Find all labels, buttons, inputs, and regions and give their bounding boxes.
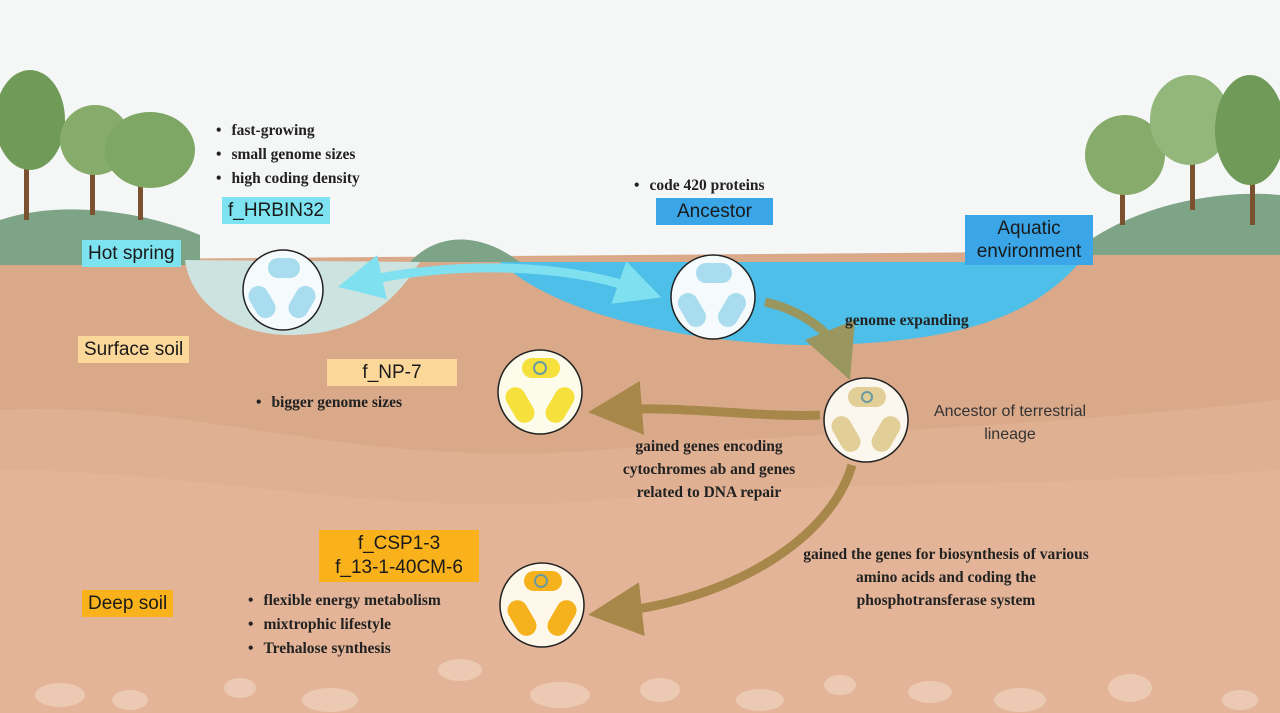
- trees-left: [0, 70, 195, 220]
- trait: flexible energy metabolism: [248, 589, 440, 613]
- np7-cell: [497, 349, 583, 435]
- csp-gain-description: gained the genes for biosynthesis of var…: [803, 546, 1089, 609]
- deep-soil-label: Deep soil: [82, 590, 174, 617]
- trait: fast-growing: [216, 119, 360, 143]
- hrbin32-traits: fast-growing small genome sizes high cod…: [216, 119, 360, 191]
- np7-traits: bigger genome sizes: [256, 391, 402, 415]
- genome-expanding-label: genome expanding: [845, 312, 969, 329]
- to-csp-arrow: [588, 463, 857, 637]
- csp-labels: f_CSP1-3 f_13-1-40CM-6: [319, 530, 479, 582]
- csp-traits: flexible energy metabolism mixtrophic li…: [248, 589, 441, 661]
- trees-right: [1085, 75, 1280, 225]
- csp1-3-label: f_CSP1-3: [357, 533, 441, 554]
- hrbin32-cell: [242, 249, 324, 331]
- terrestrial-ancestor-label: Ancestor of terrestrial lineage: [933, 403, 1087, 443]
- ancestor-label: Ancestor: [656, 198, 773, 225]
- csp-cell: [499, 562, 585, 648]
- trait: mixtrophic lifestyle: [248, 613, 441, 637]
- to-np7-arrow: [588, 381, 821, 435]
- surface-soil-label: Surface soil: [78, 336, 190, 363]
- f13-1-40cm-6-label: f_13-1-40CM-6: [335, 557, 463, 578]
- mid-hill: [410, 239, 520, 262]
- np7-label: f_NP-7: [327, 359, 457, 386]
- hotspring-aquatic-double-arrow: [338, 255, 662, 304]
- hot-spring-label: Hot spring: [82, 240, 181, 267]
- trait: Trehalose synthesis: [248, 637, 441, 661]
- trait: high coding density: [216, 167, 359, 191]
- pebbles: [35, 659, 1258, 712]
- trait: small genome sizes: [216, 143, 360, 167]
- terrestrial-ancestor-cell: [823, 377, 909, 463]
- aquatic-environment-label: Aquatic environment: [965, 215, 1093, 265]
- right-hill: [1090, 193, 1280, 255]
- np7-gain-description: gained genes encoding cytochromes ab and…: [622, 438, 796, 501]
- trait: code 420 proteins: [634, 174, 764, 198]
- ancestor-cell: [670, 254, 756, 340]
- genome-expanding-arrow: [763, 297, 856, 381]
- hrbin32-label: f_HRBIN32: [222, 197, 331, 224]
- trait: bigger genome sizes: [256, 391, 402, 415]
- ancestor-traits: code 420 proteins: [634, 174, 764, 198]
